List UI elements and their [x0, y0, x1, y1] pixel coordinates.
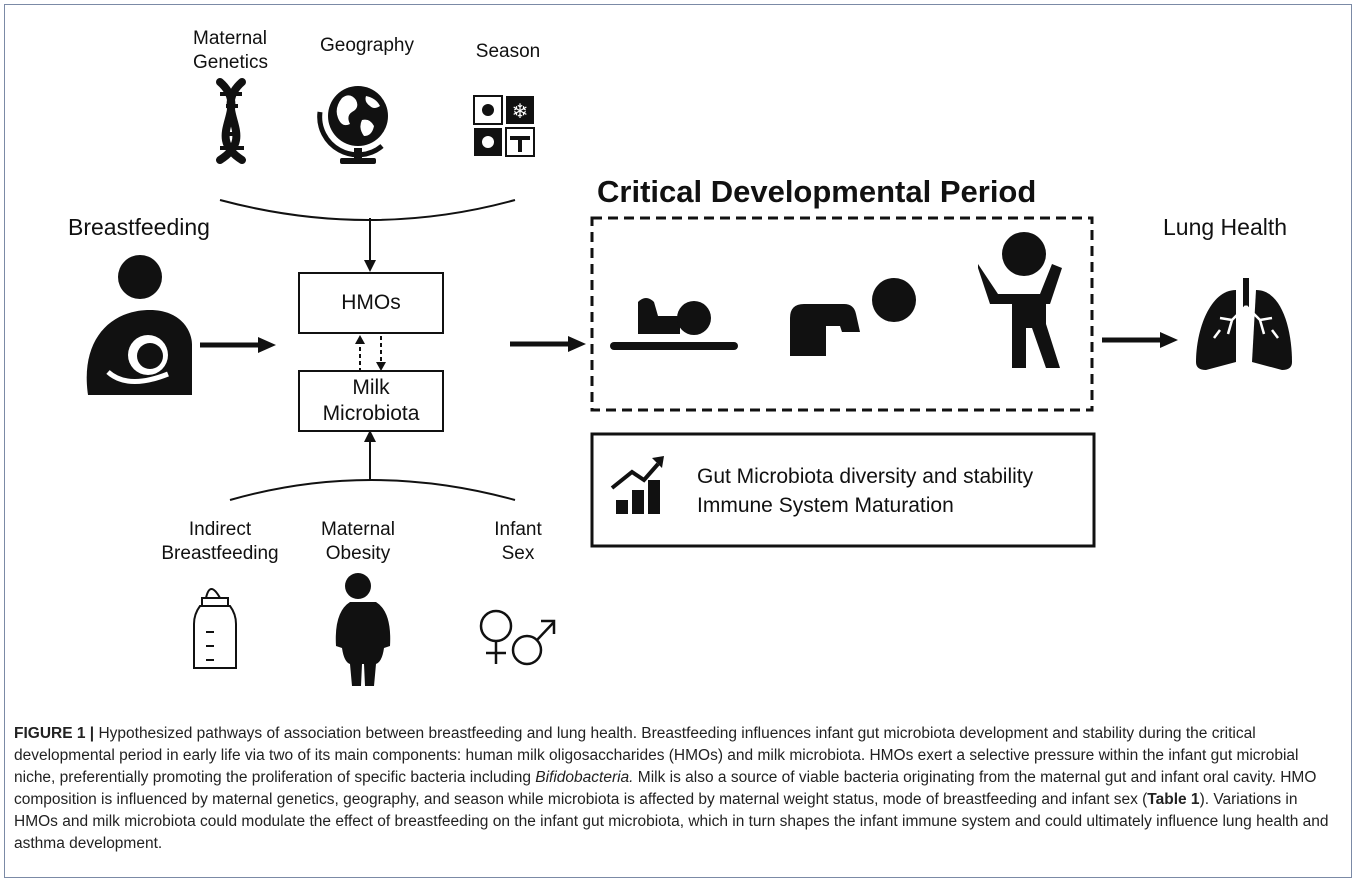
lungs-icon [1196, 278, 1292, 370]
hmos-box: HMOs [298, 272, 444, 334]
dna-icon [216, 78, 246, 164]
svg-text:❄: ❄ [512, 99, 529, 123]
milk-microbiota-box: Milk Microbiota [298, 370, 444, 432]
caption-text-1: Hypothesized pathways of association bet… [14, 725, 1299, 786]
lung-health-label: Lung Health [1163, 214, 1288, 240]
breastfeeding-label: Breastfeeding [68, 214, 210, 240]
critical-period-title: Critical Developmental Period [597, 174, 1037, 209]
caption-italic: Bifidobacteria. [535, 769, 634, 786]
season-icon: ❄ [473, 95, 535, 157]
outcome-gut-microbiota: Gut Microbiota diversity and stability [697, 465, 1034, 488]
outcome-immune-maturation: Immune System Maturation [697, 494, 954, 517]
obese-person-icon [335, 573, 391, 686]
infant-sex-label: Infant Sex [494, 519, 542, 564]
maternal-obesity-label: Maternal Obesity [321, 519, 395, 564]
figure-caption: FIGURE 1 | Hypothesized pathways of asso… [14, 723, 1344, 855]
globe-icon [317, 86, 388, 164]
infant-crawling-icon [790, 278, 916, 356]
maternal-genetics-label: Maternal Genetics [193, 28, 268, 73]
growth-chart-icon [610, 456, 664, 514]
baby-bottle-icon [193, 588, 237, 669]
milk-microbiota-label: Milk Microbiota [322, 376, 420, 425]
geography-label: Geography [319, 35, 414, 56]
infant-lying-icon [610, 298, 738, 350]
gender-symbols-icon [479, 609, 556, 666]
caption-text-2: Milk is also a source of viable bacteria… [14, 769, 1317, 808]
indirect-breastfeeding-label: Indirect Breastfeeding [161, 519, 279, 564]
diagram-canvas: ❄ [86, 78, 1292, 686]
hmos-label: HMOs [341, 291, 401, 314]
toddler-icon [978, 232, 1062, 368]
season-label: Season [475, 41, 541, 62]
figure-frame [4, 4, 1352, 878]
breastfeeding-mother-icon [86, 255, 192, 395]
figure-label: FIGURE 1 | [14, 725, 95, 742]
caption-text-3: ). Variations in HMOs and milk microbiot… [14, 791, 1329, 852]
table-reference: Table 1 [1147, 791, 1200, 808]
